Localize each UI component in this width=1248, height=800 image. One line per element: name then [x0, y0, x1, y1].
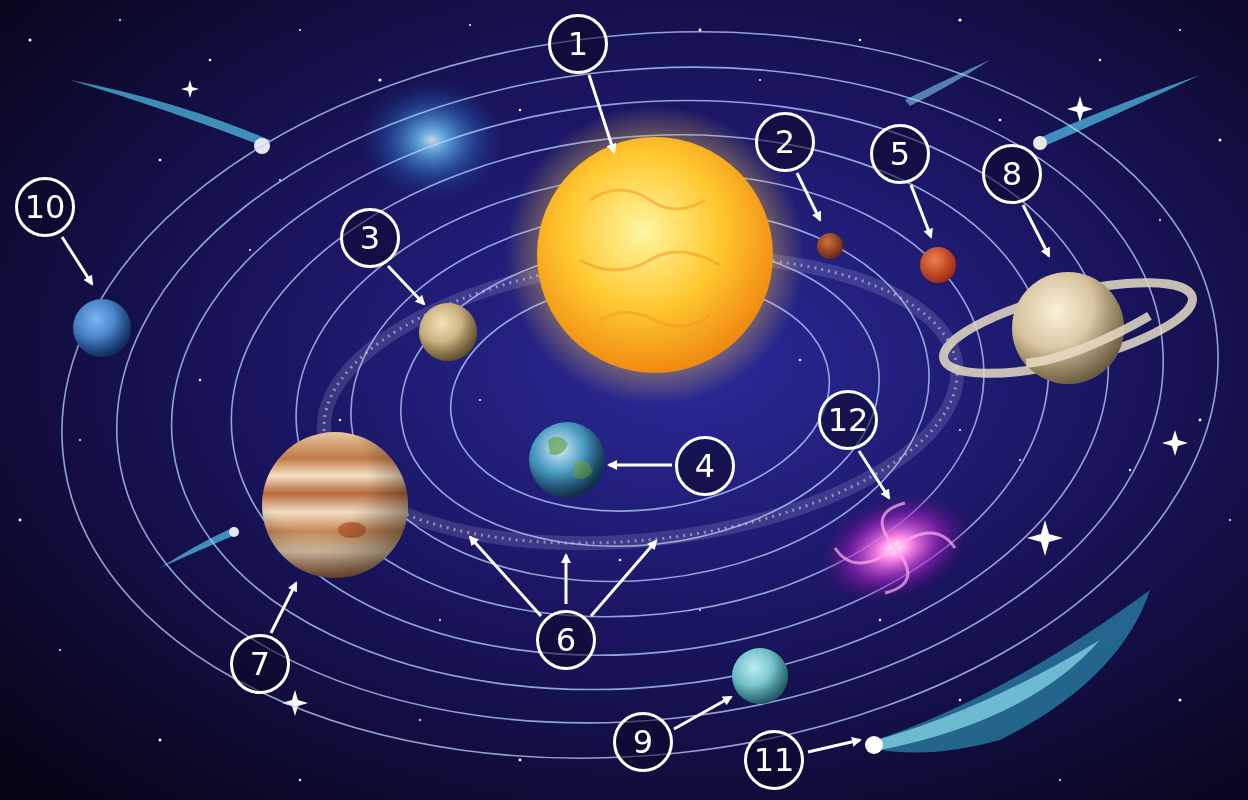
callout-circle: 10 [15, 177, 75, 237]
callout-circle: 11 [744, 730, 804, 790]
callout-number: 5 [890, 138, 910, 170]
callout-number: 4 [695, 450, 715, 482]
callout-circle: 3 [340, 208, 400, 268]
callout-number: 11 [754, 744, 795, 776]
callout-circle: 1 [548, 14, 608, 74]
callout-circle: 7 [230, 634, 290, 694]
callout-circle: 9 [613, 712, 673, 772]
callout-circle: 6 [536, 610, 596, 670]
callout-circle: 4 [675, 436, 735, 496]
callout-number: 3 [360, 222, 380, 254]
callout-number: 2 [775, 126, 795, 158]
callout-circle: 12 [818, 390, 878, 450]
callout-number: 12 [828, 404, 869, 436]
callout-number: 8 [1002, 158, 1022, 190]
callout-number: 6 [556, 624, 576, 656]
callout-number: 10 [25, 191, 66, 223]
callout-number: 1 [568, 28, 588, 60]
callout-circle: 2 [755, 112, 815, 172]
callout-circle: 8 [982, 144, 1042, 204]
callout-number: 9 [633, 726, 653, 758]
callout-number: 7 [250, 648, 270, 680]
callout-circle: 5 [870, 124, 930, 184]
